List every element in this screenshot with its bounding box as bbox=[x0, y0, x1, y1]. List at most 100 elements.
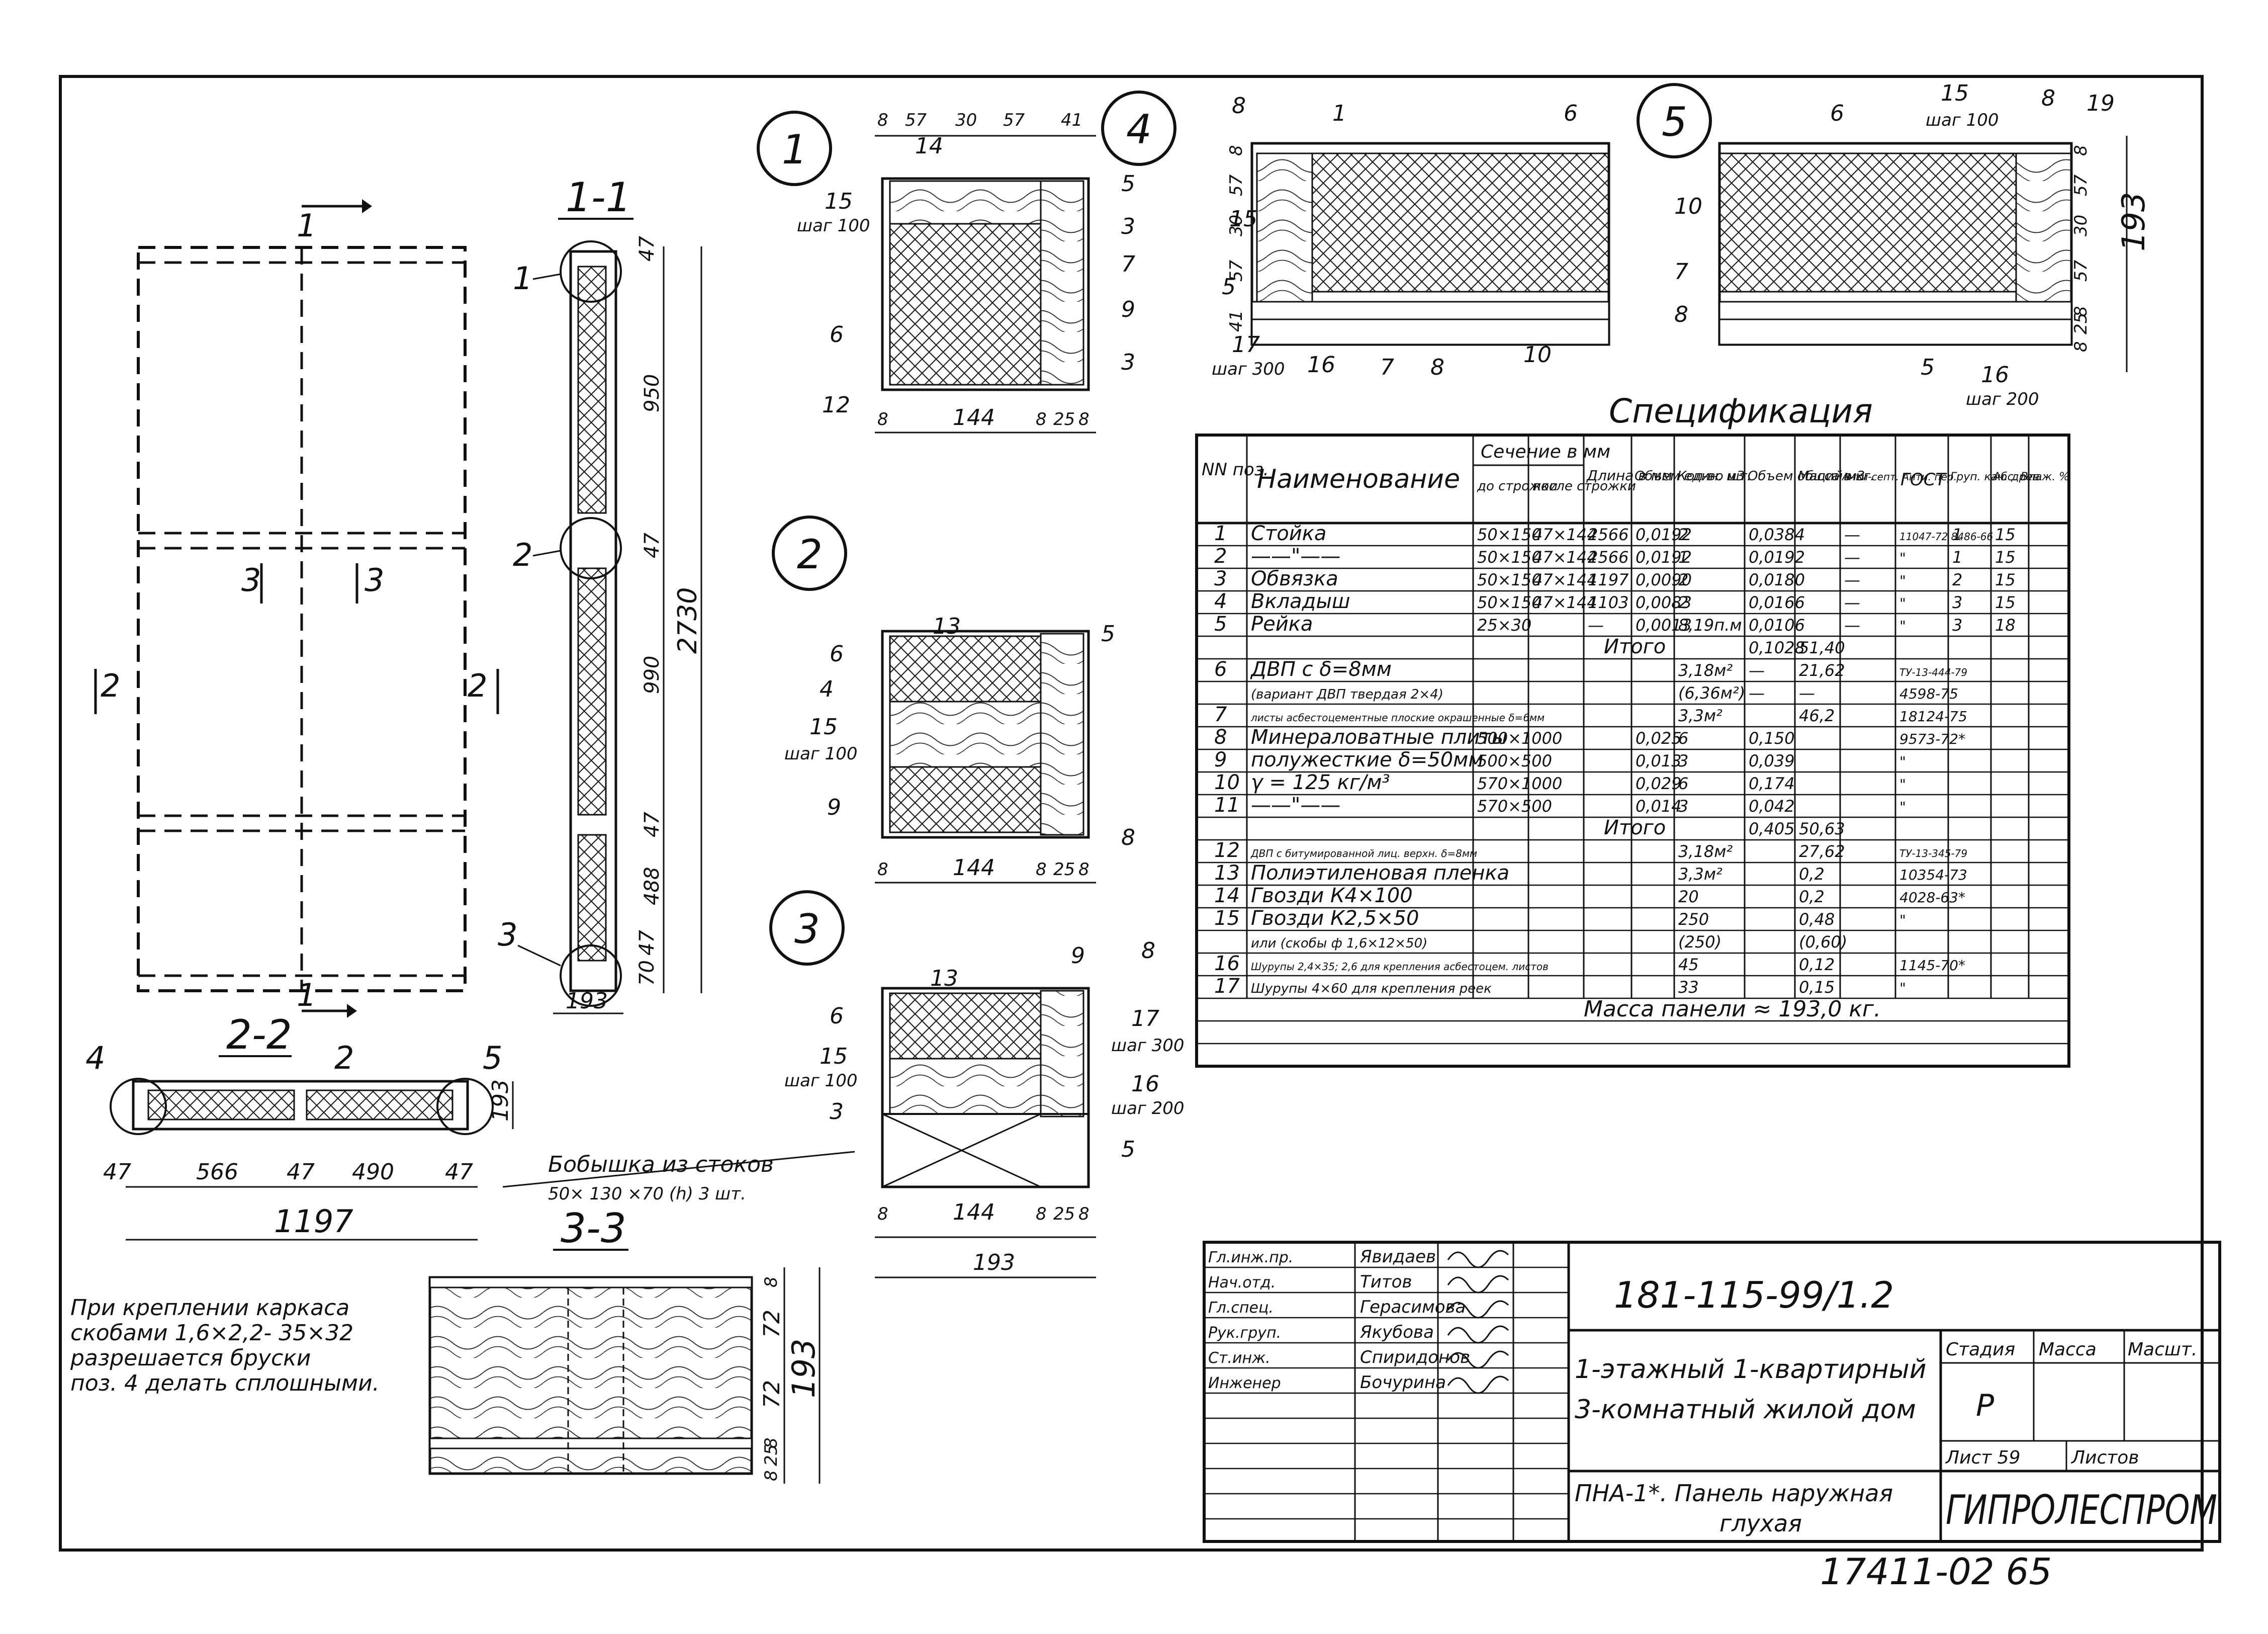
d2-bot-dim-8b: 8 bbox=[1036, 859, 1047, 880]
s11-dim-47a: 47 bbox=[636, 236, 659, 262]
svg-text:4: 4 bbox=[1126, 106, 1152, 153]
stamp-name: Герасимова bbox=[1360, 1297, 1466, 1317]
spec-cell-qty: 33 bbox=[1678, 978, 1699, 997]
spec-cell-moist: 18 bbox=[1995, 616, 2016, 635]
detail-4 bbox=[1250, 142, 1610, 346]
spec-cell-anti: — bbox=[1844, 525, 1860, 544]
hdr-pos: NN поз. bbox=[1202, 460, 1269, 480]
spec-cell-name: Шурупы 2,4×35; 2,6 для крепления асбесто… bbox=[1251, 961, 1549, 973]
spec-cell-mass: 21,62 bbox=[1799, 661, 1845, 680]
signature-icon bbox=[1447, 1300, 1509, 1319]
spec-cell-before: 500×1000 bbox=[1477, 729, 1562, 748]
spec-cell-vu: 0,029 bbox=[1636, 774, 1682, 793]
spec-cell-pos: 5 bbox=[1214, 613, 1227, 636]
s22-dim-47a: 47 bbox=[103, 1159, 131, 1185]
svg-text:3: 3 bbox=[794, 906, 820, 953]
s22-dim-490: 490 bbox=[352, 1159, 394, 1185]
spec-cell-pos: 3 bbox=[1214, 567, 1227, 590]
spec-cell-name: Рейка bbox=[1251, 613, 1313, 636]
spec-cell-name: Полиэтиленовая пленка bbox=[1251, 862, 1509, 885]
left-note-line4: поз. 4 делать сплошными. bbox=[70, 1370, 380, 1396]
section-3-3-label: 3-3 bbox=[561, 1205, 626, 1252]
d4-side-dim-30: 30 bbox=[1226, 215, 1246, 236]
spec-cell-gost: " bbox=[1899, 776, 1906, 793]
stamp-name: Бочурина bbox=[1360, 1372, 1446, 1393]
spec-cell-mass: 50,63 bbox=[1799, 819, 1845, 838]
spec-cell-grade: 1 bbox=[1952, 548, 1962, 567]
d2-bot-dim-25: 25 bbox=[1053, 859, 1075, 880]
spec-cell-gost: " bbox=[1899, 753, 1906, 770]
d5-mark-6: 6 bbox=[1830, 101, 1844, 126]
spec-cell-pos: 8 bbox=[1214, 726, 1227, 749]
spec-cell-qty: 3,18м² bbox=[1678, 842, 1733, 861]
d1-bot-dim-144: 144 bbox=[953, 405, 995, 431]
spec-cell-mass: 46,2 bbox=[1799, 706, 1835, 725]
d5-side-dim-8c: 8 bbox=[2071, 341, 2091, 352]
left-note-line1: При креплении каркаса bbox=[70, 1295, 349, 1321]
s33-dim-72a: 72 bbox=[759, 1310, 785, 1338]
d1-mark-12: 12 bbox=[822, 392, 850, 418]
spec-cell-pos: 17 bbox=[1214, 975, 1240, 998]
spec-cell-pos: 4 bbox=[1214, 590, 1227, 613]
spec-cell-qty: 3 bbox=[1678, 751, 1688, 770]
spec-cell-vu: 0,0083 bbox=[1636, 593, 1692, 612]
spec-cell-vu: 0,0192 bbox=[1636, 525, 1692, 544]
spec-cell-after: 47×144 bbox=[1532, 525, 1597, 544]
spec-cell-len: 1197 bbox=[1588, 570, 1629, 589]
stamp-role: Ст.инж. bbox=[1208, 1349, 1271, 1367]
spec-cell-qty: 6 bbox=[1678, 774, 1688, 793]
spec-cell-mass: 0,12 bbox=[1799, 955, 1835, 974]
spec-cell-gost: ТУ-13-345-79 bbox=[1899, 847, 1967, 859]
s11-dim-990: 990 bbox=[641, 656, 664, 694]
d5-mark-15: 15 bbox=[1941, 80, 1969, 106]
d4-step-300: шаг 300 bbox=[1212, 359, 1285, 379]
spec-cell-vt: 0,0192 bbox=[1749, 548, 1805, 567]
spec-cell-gost: ТУ-13-444-79 bbox=[1899, 666, 1967, 678]
section-2-2 bbox=[110, 1078, 514, 1241]
d2-mark-9: 9 bbox=[827, 795, 841, 820]
stamp-panel-2: глухая bbox=[1719, 1510, 1802, 1537]
s33-dim-8a: 8 bbox=[761, 1276, 781, 1287]
spec-cell-pos: 1 bbox=[1214, 522, 1227, 545]
d4-mark-1: 1 bbox=[1332, 101, 1346, 126]
d3-mark-16: 16 bbox=[1131, 1071, 1159, 1097]
s11-dim-47b: 47 bbox=[641, 533, 664, 558]
spec-cell-vu: 0,014 bbox=[1636, 797, 1682, 816]
spec-cell-vu: 0,025 bbox=[1636, 729, 1682, 748]
spec-cell-mass: 27,62 bbox=[1799, 842, 1845, 861]
s33-dim-72b: 72 bbox=[759, 1380, 785, 1408]
spec-cell-mass: 0,2 bbox=[1799, 865, 1825, 884]
d2-bot-dim-8c: 8 bbox=[1078, 859, 1090, 880]
spec-cell-qty: 1 bbox=[1678, 548, 1688, 567]
stamp-project-1: 1-этажный 1-квартирный bbox=[1575, 1354, 1927, 1385]
d3-bot-dim-25: 25 bbox=[1053, 1204, 1075, 1224]
spec-cell-gost: 10354-73 bbox=[1899, 867, 1967, 883]
d4-mark-7: 7 bbox=[1380, 355, 1394, 380]
d1-bot-dim-8b: 8 bbox=[1036, 409, 1047, 429]
spec-cell-gost: 4028-63* bbox=[1899, 889, 1965, 906]
d3-mark-6: 6 bbox=[830, 1003, 844, 1029]
stamp-org: ГИПРОЛЕСПРОМ bbox=[1946, 1487, 2217, 1533]
d4-mark-8b: 8 bbox=[1430, 355, 1444, 380]
d1-bot-dim-8c: 8 bbox=[1078, 409, 1090, 429]
d3-mark-15: 15 bbox=[820, 1044, 848, 1069]
spec-cell-name: Шурупы 4×60 для крепления реек bbox=[1251, 981, 1492, 996]
callout-1: 1 bbox=[757, 111, 832, 186]
spec-cell-grade: 3 bbox=[1952, 593, 1962, 612]
hdr-sec-before: до строжки bbox=[1477, 479, 1558, 494]
hdr-sec-after: после строжки bbox=[1532, 479, 1636, 494]
spec-cell-gost: 18124-75 bbox=[1899, 708, 1967, 725]
spec-cell-gost: " bbox=[1899, 595, 1906, 612]
d5-mark-19: 19 bbox=[2086, 91, 2115, 116]
spec-cell-name: ДВП с битумированной лиц. верхн. δ=8мм bbox=[1250, 847, 1477, 859]
spec-cell-vu: 0,0013 bbox=[1636, 616, 1692, 635]
d3-step-300: шаг 300 bbox=[1111, 1036, 1185, 1056]
d5-mark-5: 5 bbox=[1921, 355, 1935, 380]
d1-top-dim-57b: 57 bbox=[1003, 110, 1025, 130]
d1-mark-3b: 3 bbox=[1121, 350, 1135, 375]
spec-cell-name: Обвязка bbox=[1251, 567, 1338, 590]
d3-mark-9: 9 bbox=[1071, 943, 1085, 969]
d5-mark-8b: 8 bbox=[1674, 302, 1688, 327]
hdr-length: Длина в мм bbox=[1586, 467, 1672, 484]
svg-text:1: 1 bbox=[782, 126, 807, 173]
